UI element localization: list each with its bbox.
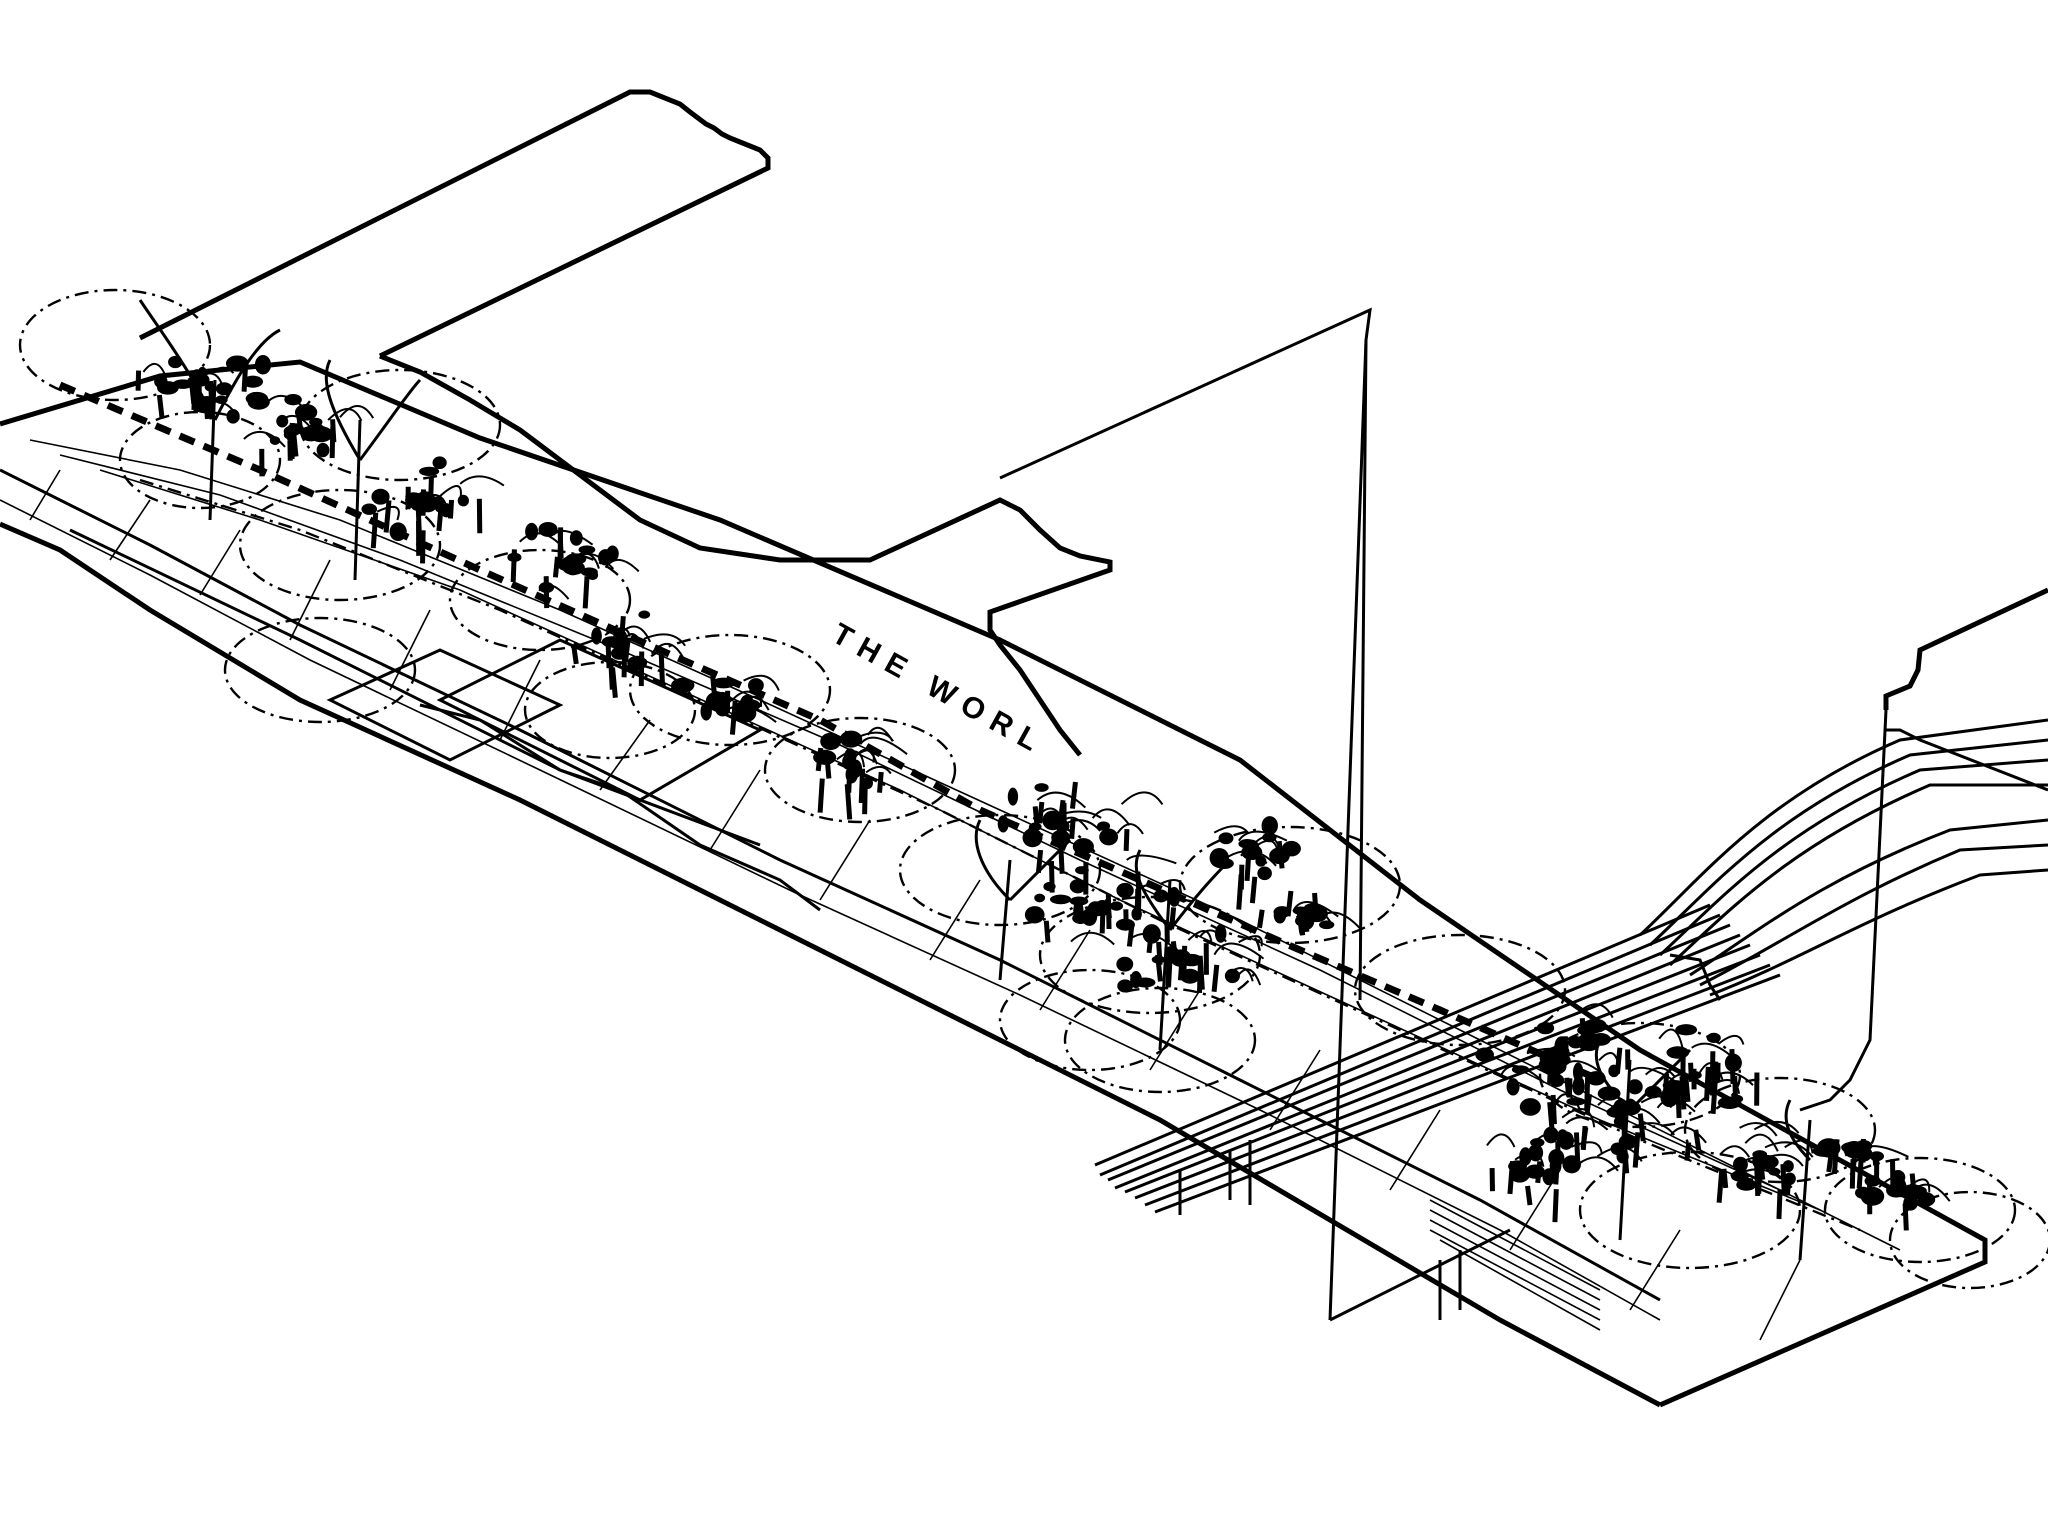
building-outline-east <box>1799 587 2048 1112</box>
building-outline-north <box>138 89 1113 757</box>
tree-trunks <box>138 299 1812 1261</box>
plaza-slab <box>0 359 1988 1408</box>
info-panel <box>1429 1199 1601 1331</box>
dashed-walkway <box>58 381 1602 1084</box>
signage: THE WORL <box>827 617 1601 1331</box>
figure-clusters <box>135 355 1951 1231</box>
vertical-glass-plane <box>999 307 1511 1322</box>
